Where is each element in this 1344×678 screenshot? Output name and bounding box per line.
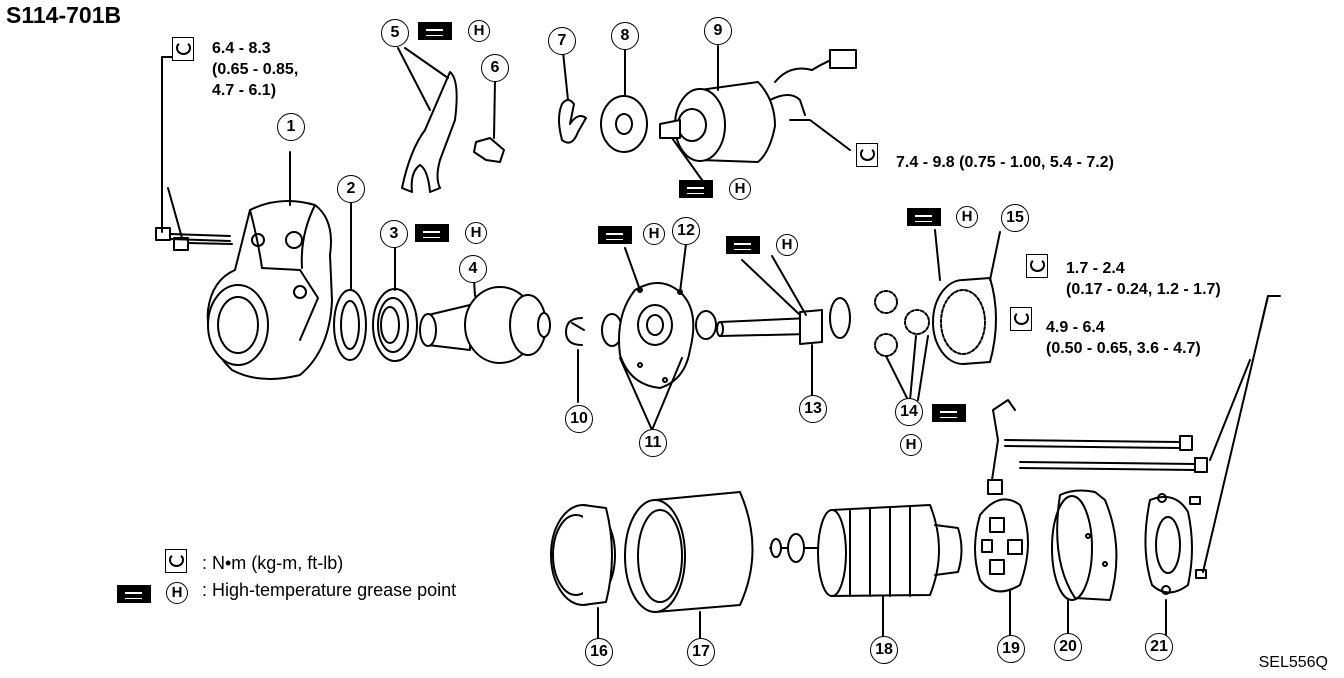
callout-2: 2 [337,175,365,203]
torque-spec-bolts-line1: 6.4 - 8.3 [212,40,271,57]
grease-tube-icon [907,208,941,226]
torque-wrench-icon [172,37,194,61]
callout-20: 20 [1054,633,1082,661]
armature [769,504,963,641]
callout-5: 5 [381,19,409,47]
callout-15: 15 [1001,204,1029,232]
yoke [624,491,754,641]
callout-18: 18 [870,636,898,664]
gear-case [206,151,333,380]
grease-tube-icon [679,180,713,198]
pinion-assembly [419,263,551,364]
snap-ring [565,317,585,403]
rear-plate [1144,493,1207,639]
diagram-title: S114-701B [6,2,122,28]
rear-cover [550,504,616,641]
callout-12: 12 [672,217,700,245]
grease-marker-5: H [468,20,490,42]
callout-19: 19 [997,635,1025,663]
torque-spec-switch-terminal: 7.4 - 9.8 (0.75 - 1.00, 5.4 - 7.2) [896,154,1114,171]
callout-11: 11 [639,429,667,457]
callout-7: 7 [548,27,576,55]
grease-tube-icon [415,224,449,242]
dust-cover [333,199,367,361]
callout-1: 1 [277,113,305,141]
torque-spec-bolts-line2: (0.65 - 0.85, [212,61,299,78]
torque-spec-bolts: 6.4 - 8.3 (0.65 - 0.85, 4.7 - 6.1) [212,38,298,101]
planetary-gears [874,290,930,401]
diagram-code: SEL556Q [1258,654,1328,671]
pinion-shaft [716,255,851,396]
grease-marker-13: H [776,234,798,256]
callout-6: 6 [481,54,509,82]
callout-9: 9 [704,17,732,45]
callout-4: 4 [459,255,487,283]
magnetic-switch [659,45,857,181]
grease-tube-icon [598,226,632,244]
torque-wrench-icon [165,549,187,573]
legend-grease-point: : High-temperature grease point [202,580,457,600]
through-bolts [1004,295,1281,573]
grease-marker-12: H [643,223,665,245]
callout-17: 17 [687,638,715,666]
center-bracket [601,243,717,431]
callout-10: 10 [565,405,593,433]
grease-marker-9: H [729,178,751,200]
legend-torque-unit: : N•m (kg-m, ft-lb) [202,553,344,573]
torque-spec-through-line1: 4.9 - 6.4 [1046,319,1105,336]
callout-16: 16 [585,638,613,666]
torque-spec-through-bolts: 4.9 - 6.4 (0.50 - 0.65, 3.6 - 4.7) [1046,317,1201,359]
internal-gear [932,229,1001,365]
grease-tube-icon [418,22,452,40]
grease-tube-icon [117,585,151,603]
torque-wrench-icon [1026,254,1048,278]
callout-8: 8 [611,22,639,50]
packing-disc [600,49,648,153]
grease-marker-3: H [465,222,487,244]
torque-wrench-icon [1010,307,1032,331]
torque-spec-rear-line2: (0.17 - 0.24, 1.2 - 1.7) [1066,281,1221,298]
grease-tube-icon [932,404,966,422]
torque-spec-bolts-line3: 4.7 - 6.1) [212,82,277,99]
torque-spec-rear-plate-screws: 1.7 - 2.4 (0.17 - 0.24, 1.2 - 1.7) [1066,258,1221,300]
callout-21: 21 [1145,633,1173,661]
legend-grease-marker: H [166,582,188,604]
callout-13: 13 [799,395,827,423]
grease-marker-14: H [900,434,922,456]
washer [372,247,418,362]
lever-plate [473,79,505,163]
rear-case [1051,489,1118,639]
torque-spec-rear-line1: 1.7 - 2.4 [1066,260,1125,277]
shift-lever [397,47,458,193]
grease-marker-15: H [956,206,978,228]
callout-14: 14 [895,398,923,426]
callout-3: 3 [380,220,408,248]
torsion-spring [558,51,587,144]
torque-wrench-icon [856,143,878,167]
grease-tube-icon [726,236,760,254]
brush-holder [974,399,1029,639]
gear-case-bolts [155,56,233,251]
torque-spec-through-line2: (0.50 - 0.65, 3.6 - 4.7) [1046,340,1201,357]
